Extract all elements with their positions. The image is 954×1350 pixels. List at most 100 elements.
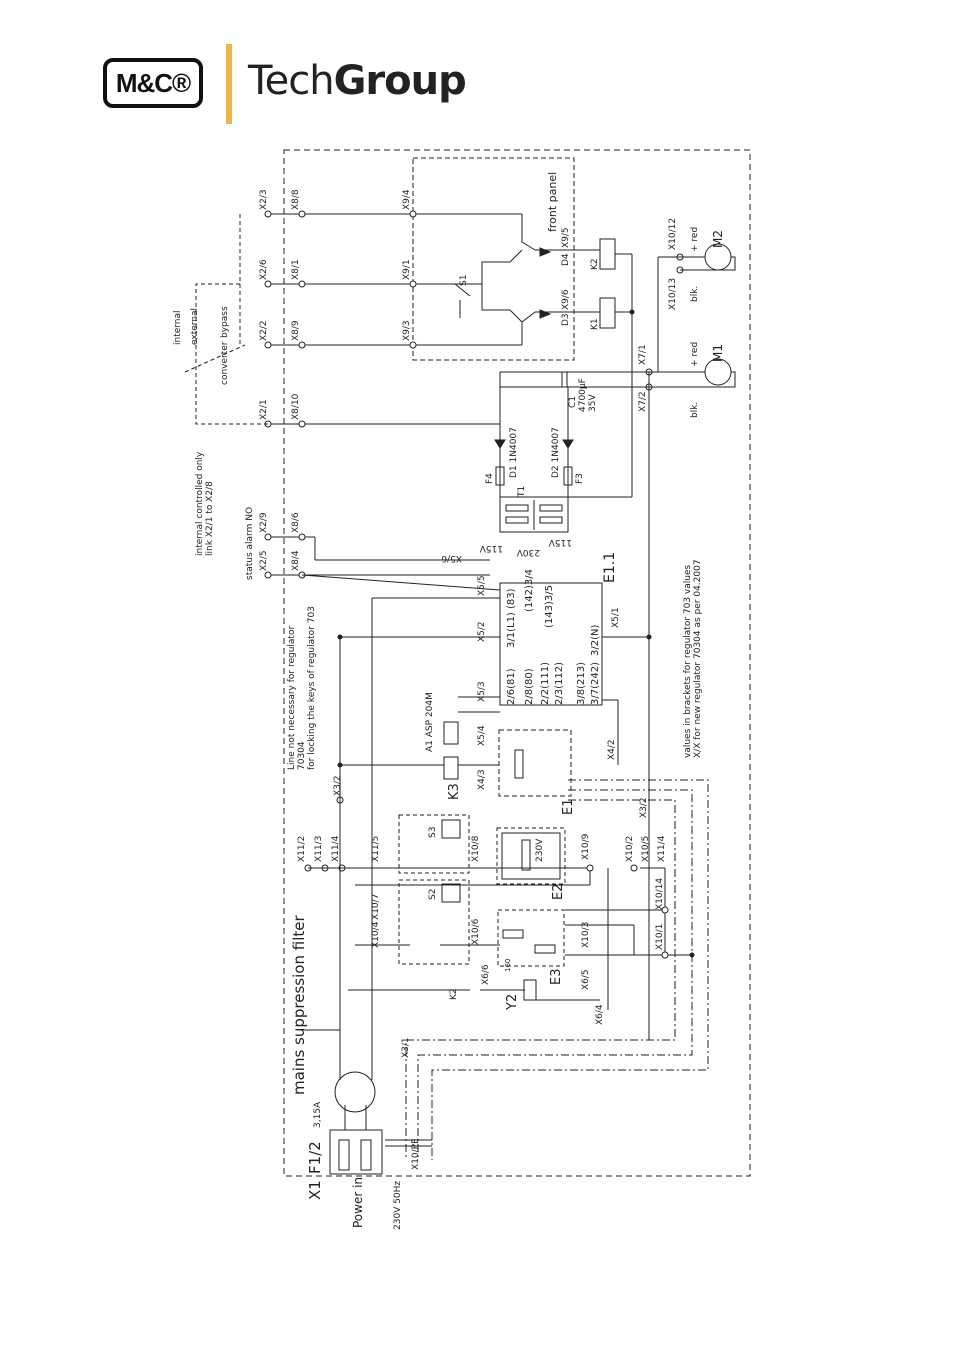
label-s3: S3 <box>428 827 438 838</box>
label-115v-a: 115V <box>479 543 503 553</box>
label-m1-red: + red <box>690 342 700 367</box>
label-x9-5: X9/5 <box>561 227 571 248</box>
label-d1: D1 1N4007 <box>509 427 519 478</box>
label-f3: F3 <box>575 473 585 484</box>
label-t242: 3/7(242) <box>590 662 601 705</box>
label-e2: E2 <box>551 884 566 901</box>
label-t112: 2/3(112) <box>554 662 565 705</box>
label-t143: (143)3/5 <box>544 585 555 628</box>
label-x2-6: X2/6 <box>259 259 269 280</box>
label-c1: C1 <box>568 396 578 408</box>
label-x8-8: X8/8 <box>291 189 301 210</box>
label-x5-1: X5/1 <box>611 607 621 628</box>
logo-group: Group <box>333 58 467 104</box>
label-f4: F4 <box>485 473 495 484</box>
label-f1-2: F1/2 <box>306 1141 324 1174</box>
techgroup-wordmark: TechGroup <box>248 58 467 104</box>
label-x3-1: X3/1 <box>401 1037 411 1058</box>
label-c1-val: 4700µF <box>578 378 588 412</box>
logo-tech: Tech <box>248 58 335 104</box>
label-m1-blk: blk. <box>690 402 700 418</box>
label-x10-5: X10/5 <box>641 836 651 862</box>
label-x7-2: X7/2 <box>638 391 648 412</box>
label-x2-3: X2/3 <box>259 189 269 210</box>
label-e3: E3 <box>549 969 564 986</box>
label-x6-5: X6/5 <box>581 969 591 990</box>
label-t81: 2/6(81) <box>506 668 517 705</box>
label-front-panel: front panel <box>546 172 559 232</box>
e2-box <box>496 827 566 885</box>
label-x10-7: X10/7 <box>371 894 381 920</box>
label-k2: K2 <box>590 258 600 270</box>
label-d4: D4 <box>561 253 571 266</box>
label-x7-1: X7/1 <box>638 344 648 365</box>
label-y2: Y2 <box>505 994 520 1011</box>
mc-badge: M&C® <box>103 58 203 108</box>
label-x2-1: X2/1 <box>259 399 269 420</box>
label-x10-2: X10/2 <box>625 836 635 862</box>
label-x10-1: X10/1 <box>655 924 665 950</box>
label-link-x2: link X2/1 to X2/8 <box>205 481 215 556</box>
label-x8-4: X8/4 <box>291 550 301 571</box>
label-x8-10: X8/10 <box>291 393 301 420</box>
label-a1: A1 ASP 204M <box>425 692 435 752</box>
label-e1: E1 <box>561 799 576 816</box>
e3-r1 <box>502 929 524 939</box>
label-x5-6: X5/6 <box>441 553 462 563</box>
heater-e1-resistor <box>514 749 524 779</box>
label-x11-3: X11/3 <box>314 836 324 862</box>
label-e1-1: E1.1 <box>602 552 618 583</box>
e2-resistor <box>521 839 531 871</box>
label-x5-2: X5/2 <box>477 621 487 642</box>
regulator-e1-1 <box>499 582 603 706</box>
label-x10-13: X10/13 <box>668 278 678 310</box>
e3-r2 <box>534 944 556 954</box>
label-x6-6: X6/6 <box>481 964 491 985</box>
label-x10-pe: X10/PE <box>411 1138 421 1170</box>
label-internal-controlled: internal controlled only <box>195 451 205 556</box>
label-c1-volt: 35V <box>588 394 598 412</box>
label-t80: 2/8(80) <box>524 668 535 705</box>
label-internal: internal <box>173 310 183 345</box>
label-status-alarm: status alarm NO <box>245 507 255 580</box>
label-k1: K1 <box>590 318 600 330</box>
e2-inner <box>501 832 561 880</box>
label-x5-5: X5/5 <box>477 575 487 596</box>
label-x4-2: X4/2 <box>607 739 617 760</box>
label-x9-1: X9/1 <box>402 259 412 280</box>
terminal-dots <box>264 210 684 872</box>
label-t3n: 3/2(N) <box>590 625 601 656</box>
label-x1: X1 <box>306 1180 324 1200</box>
label-x11-2: X11/2 <box>297 836 307 862</box>
label-x10-14: X10/14 <box>655 878 665 910</box>
label-x11-5-top: X3/2 <box>333 775 343 796</box>
label-x6-4: X6/4 <box>595 1004 605 1025</box>
label-x10-6: X10/6 <box>471 918 481 945</box>
label-e2-voltage: 230V <box>535 838 545 862</box>
mains-filter <box>329 1000 432 1175</box>
lower-wiring <box>300 864 695 1031</box>
label-x2-5: X2/5 <box>259 550 269 571</box>
label-x5-3: X5/3 <box>477 681 487 702</box>
label-t1: T1 <box>517 486 527 498</box>
label-t111: 2/2(111) <box>540 662 551 705</box>
label-t142: (142)3/4 <box>524 569 535 612</box>
label-x8-6: X8/6 <box>291 512 301 533</box>
logo-divider <box>226 44 232 124</box>
s2-thermostat <box>441 883 461 903</box>
heater-e1-box <box>498 729 572 797</box>
front-panel-circuit <box>454 214 635 497</box>
label-x11-4b: X11/4 <box>657 835 667 862</box>
label-s2: S2 <box>428 889 438 900</box>
bypass-links <box>184 214 268 425</box>
label-x5-4: X5/4 <box>477 725 487 746</box>
motor-m1 <box>649 358 736 388</box>
label-mains-filter: mains suppression filter <box>290 915 308 1095</box>
label-m2-red: + red <box>690 227 700 252</box>
label-external: external <box>190 308 200 345</box>
front-panel-box <box>412 157 575 361</box>
label-x9-4: X9/4 <box>402 189 412 210</box>
label-m1: M1 <box>711 344 725 362</box>
regulator-wiring <box>301 372 652 1040</box>
